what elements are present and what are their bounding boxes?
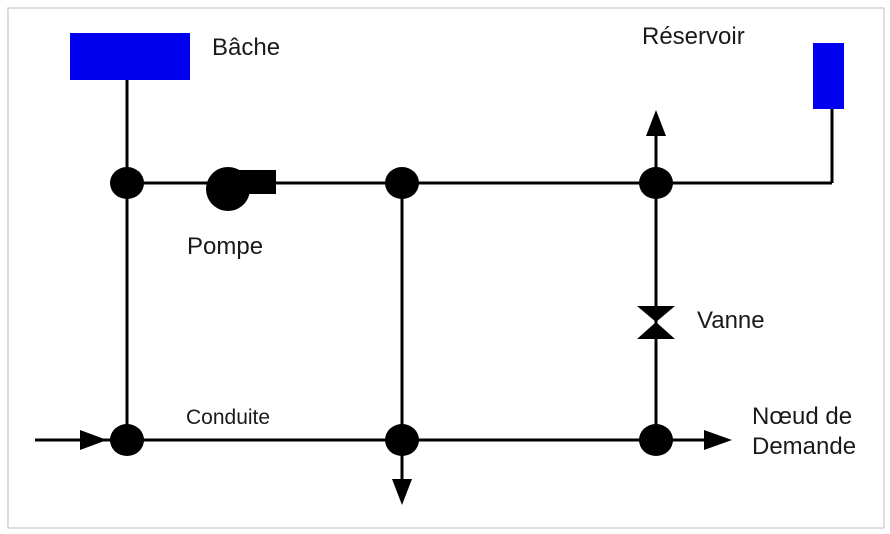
valve-icon: [637, 306, 675, 339]
demand-node-label-line1: Nœud de: [752, 403, 853, 430]
junction-node: [110, 424, 144, 456]
pipes: [35, 80, 834, 485]
junction-node: [639, 424, 673, 456]
reservoir-icon: [813, 43, 844, 109]
pump-label: Pompe: [187, 233, 264, 260]
junction-node: [110, 167, 144, 199]
diagram-frame: [7, 7, 885, 529]
junction-nodes: [110, 167, 673, 456]
tank-icon: [70, 33, 190, 80]
valve-label: Vanne: [697, 307, 765, 334]
tank-label: Bâche: [212, 34, 281, 61]
pump-icon: [206, 167, 276, 211]
up-outflow-arrow: [646, 110, 666, 136]
junction-node: [385, 424, 419, 456]
demand-outflow-arrow: [704, 430, 732, 450]
inflow-arrow: [80, 430, 107, 450]
demand-node-label: Nœud de Demande: [752, 402, 856, 462]
junction-node: [385, 167, 419, 199]
demand-node-label-line2: Demande: [752, 433, 857, 460]
down-outflow-arrow: [392, 479, 412, 505]
reservoir-label: Réservoir: [642, 23, 745, 50]
pipe-label: Conduite: [186, 406, 271, 429]
junction-node: [639, 167, 673, 199]
flow-arrows: [80, 110, 732, 505]
